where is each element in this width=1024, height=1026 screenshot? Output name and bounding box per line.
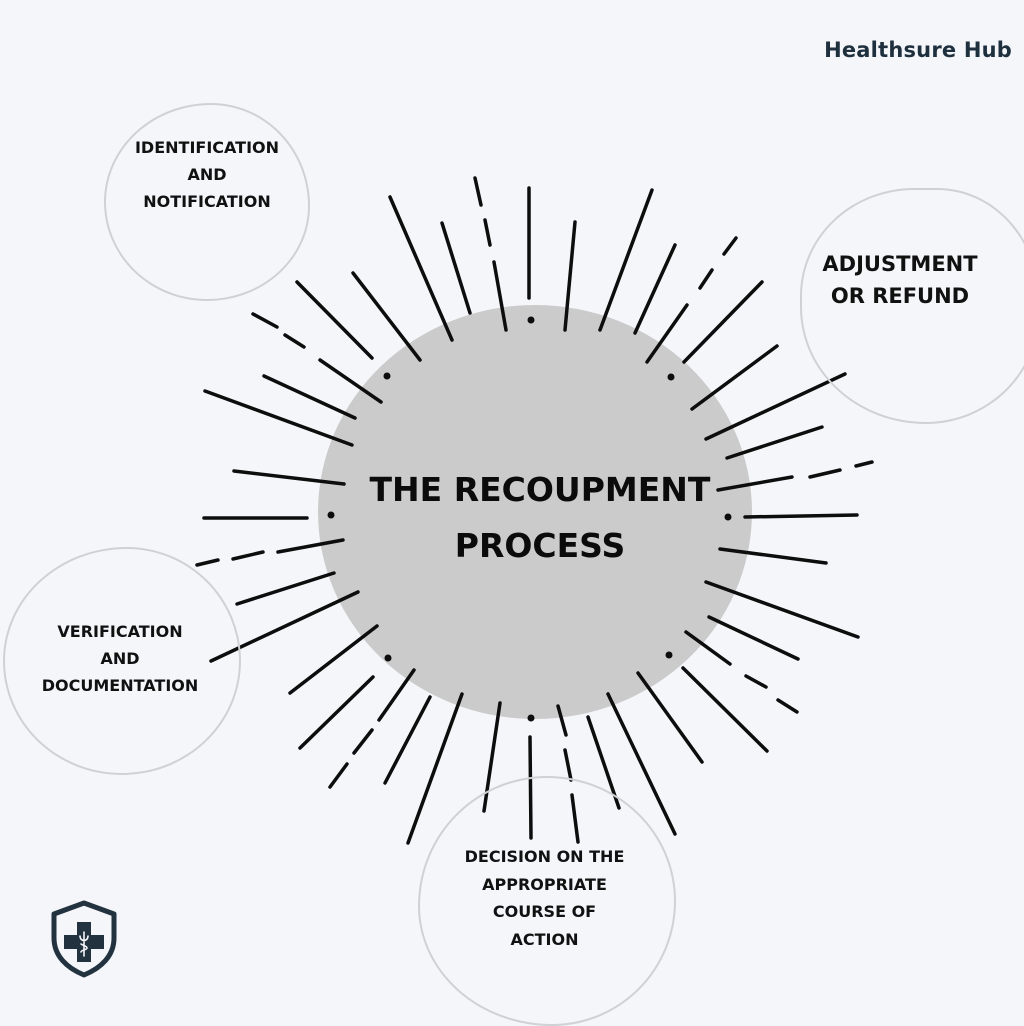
brand-name: Healthsure Hub [824,38,1012,62]
center-circle [318,305,752,719]
step-decision-course-of-action: DECISION ON THE APPROPRIATE COURSE OF AC… [418,776,676,1026]
ray-dots [327,316,732,722]
step-verification-documentation: VERIFICATION AND DOCUMENTATION [3,547,241,775]
step-label: IDENTIFICATION AND NOTIFICATION [134,138,280,211]
shield-medical-cross-icon [51,900,117,978]
center-title: THE RECOUPMENT PROCESS [369,470,711,565]
step-adjustment-refund: ADJUSTMENT OR REFUND [800,188,1024,424]
step-label: ADJUSTMENT OR REFUND [822,252,978,308]
step-label: DECISION ON THE APPROPRIATE COURSE OF AC… [464,847,625,949]
step-label: VERIFICATION AND DOCUMENTATION [41,621,199,695]
step-identification-notification: IDENTIFICATION AND NOTIFICATION [104,103,310,301]
